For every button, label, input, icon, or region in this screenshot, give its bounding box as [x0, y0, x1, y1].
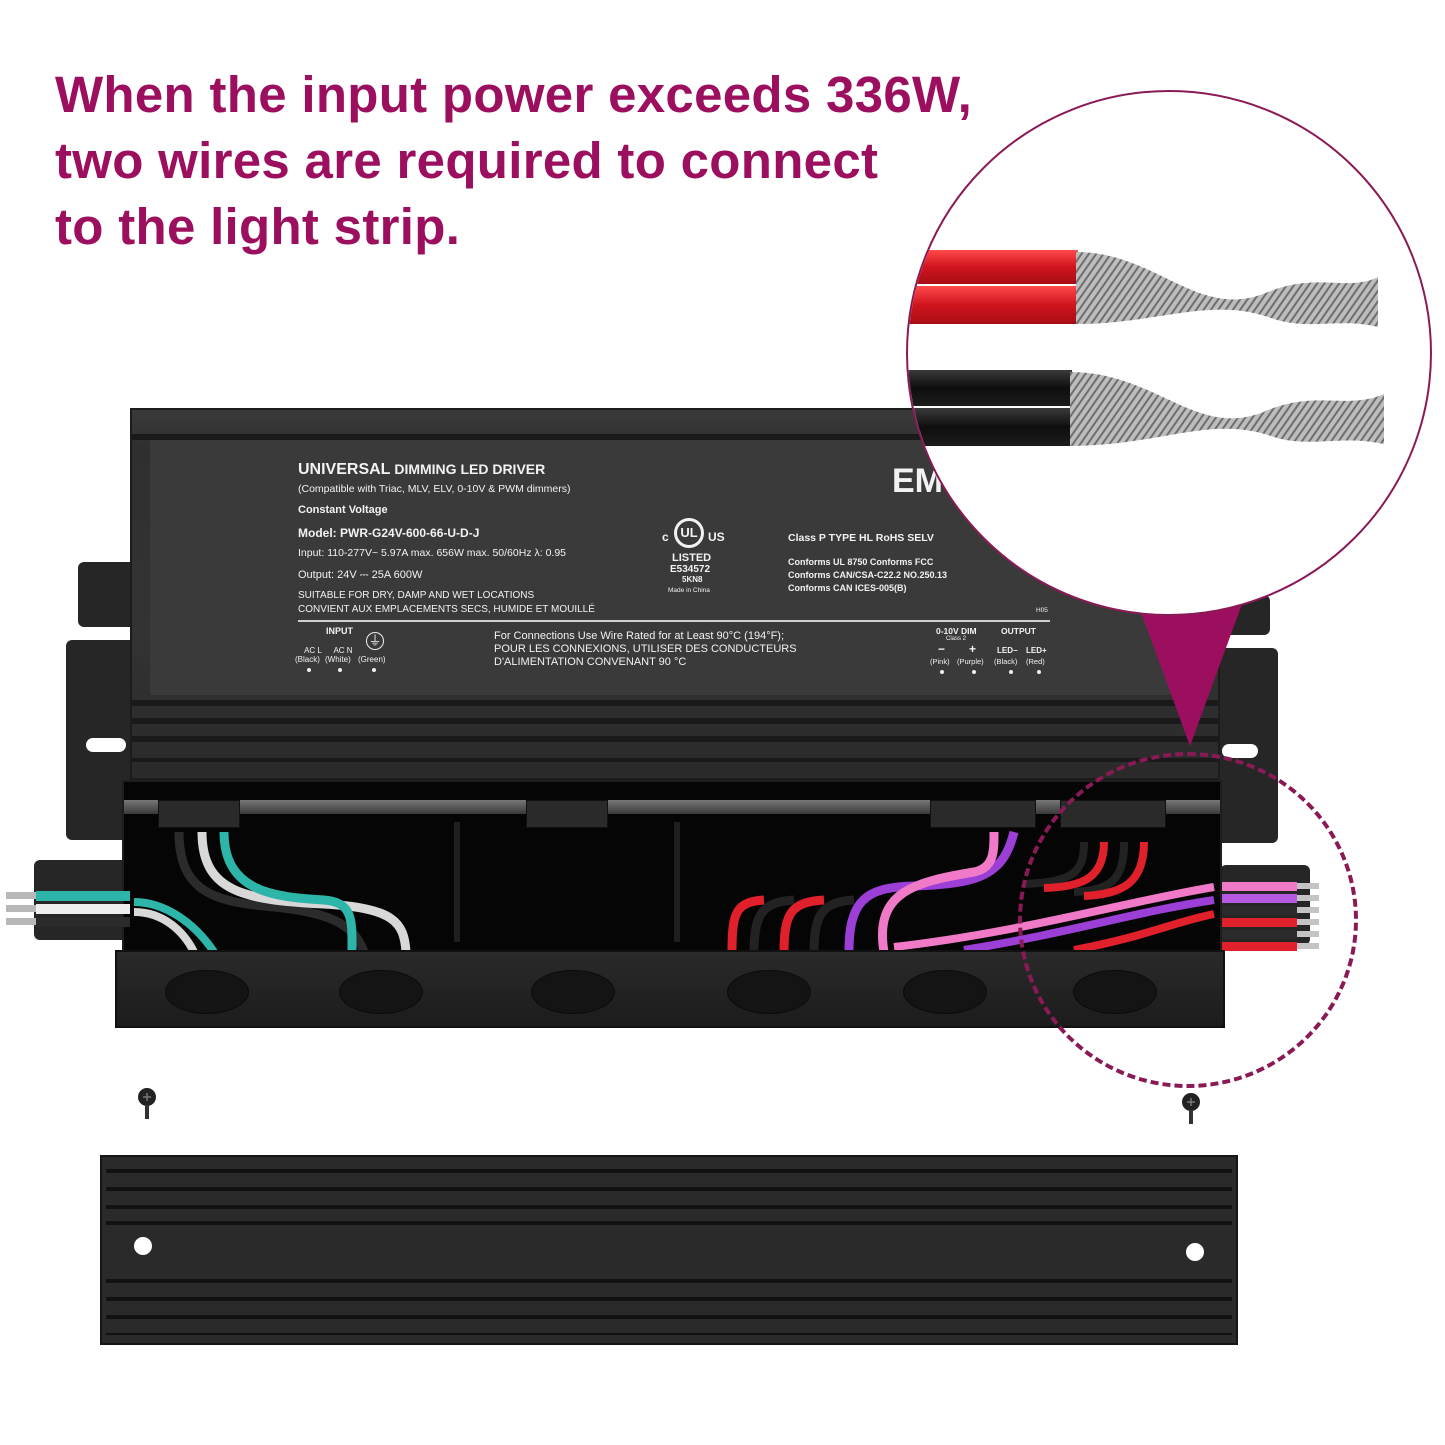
knockout-hole [339, 970, 423, 1014]
headline-line-1: When the input power exceeds 336W, [55, 66, 973, 123]
label-conforms-1: Conforms UL 8750 Conforms FCC [788, 557, 934, 567]
mounting-hole [1186, 1243, 1204, 1261]
ul-listed-mark: c UL US LISTED E534572 5KN8 Made in Chin… [662, 512, 732, 602]
label-compatibility: (Compatible with Triac, MLV, ELV, 0-10V … [298, 483, 571, 495]
label-conforms-3: Conforms CAN ICES-005(B) [788, 583, 907, 593]
ul-logo-icon: UL [674, 518, 704, 548]
headline-line-2: two wires are required to connect [55, 132, 879, 189]
knockout-hole [165, 970, 249, 1014]
label-code-h05: H05 [1036, 607, 1048, 614]
label-locations-fr: CONVIENT AUX EMPLACEMENTS SECS, HUMIDE E… [298, 604, 595, 615]
wiring-note-3: D'ALIMENTATION CONVENANT 90 °C [494, 656, 687, 668]
knockout-hole [903, 970, 987, 1014]
label-divider [298, 620, 1050, 622]
label-input-spec: Input: 110-277V~ 5.97A max. 656W max. 50… [298, 547, 567, 559]
label-output-spec: Output: 24V ⎓ 25A 600W [298, 569, 423, 581]
knockout-hole [727, 970, 811, 1014]
knockout-hole [531, 970, 615, 1014]
wire-callout-zoom [906, 90, 1432, 616]
input-wire-leads [6, 891, 130, 927]
led-driver-housing: UNIVERSAL DIMMING LED DRIVER (Compatible… [130, 408, 1220, 780]
headline-line-3: to the light strip. [55, 198, 461, 255]
highlight-circle [1018, 752, 1358, 1088]
callout-pointer [1135, 596, 1245, 746]
label-model: Model: PWR-G24V-600-66-U-D-J [298, 526, 480, 540]
twisted-wires-illustration [908, 250, 1384, 446]
headline: When the input power exceeds 336W, two w… [55, 62, 1055, 260]
ground-symbol-icon: ⏚ [366, 632, 384, 650]
wiring-note-1: For Connections Use Wire Rated for at Le… [494, 630, 785, 642]
label-title: UNIVERSAL DIMMING LED DRIVER [298, 461, 546, 478]
label-type: Constant Voltage [298, 504, 388, 516]
label-conforms-2: Conforms CAN/CSA-C22.2 NO.250.13 [788, 570, 948, 580]
wiring-note-2: POUR LES CONNEXIONS, UTILISER DES CONDUC… [494, 643, 797, 655]
label-locations-en: SUITABLE FOR DRY, DAMP AND WET LOCATIONS [298, 590, 535, 601]
label-ratings: Class P TYPE HL RoHS SELV [788, 532, 934, 544]
screw-icon [138, 1088, 156, 1119]
cover-plate [100, 1155, 1238, 1345]
mounting-hole [134, 1237, 152, 1255]
screw-icon [1182, 1093, 1200, 1124]
